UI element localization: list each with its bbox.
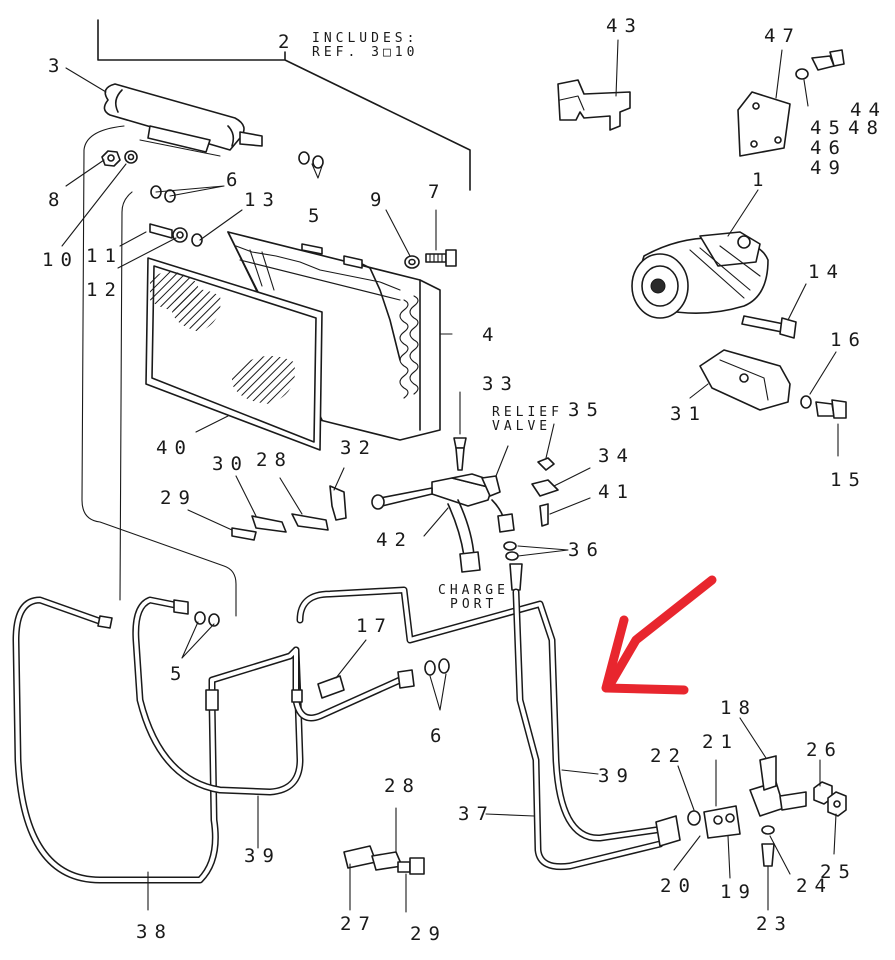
callout-29b: 29 — [410, 923, 447, 945]
callout-34: 34 — [598, 445, 635, 467]
callout-21: 21 — [702, 731, 739, 753]
relief-valve-manifold — [371, 437, 559, 591]
callout-6a: 6 — [226, 169, 244, 191]
callout-22: 22 — [650, 745, 687, 767]
compressor — [631, 231, 769, 319]
callout-37: 37 — [458, 803, 495, 825]
callout-19: 19 — [720, 881, 757, 903]
callout-10: 10 — [42, 249, 79, 271]
hose-39-left — [132, 596, 304, 796]
pipe-37-39 — [296, 586, 664, 871]
clips-middle — [231, 485, 347, 541]
pipe-17 — [208, 646, 450, 722]
callout-47: 47 — [764, 25, 801, 47]
highlight-arrow — [601, 575, 717, 695]
relief-valve-line2: VALVE — [492, 419, 551, 434]
condenser — [227, 231, 441, 441]
includes-note-line1: INCLUDES: — [312, 31, 418, 46]
callout-3: 3 — [48, 55, 66, 77]
bolt-14 — [741, 315, 797, 339]
callout-40: 40 — [156, 437, 193, 459]
screw-44 — [795, 49, 845, 80]
callout-43: 43 — [606, 15, 643, 37]
callout-4: 4 — [482, 324, 500, 346]
callout-32: 32 — [340, 437, 377, 459]
callout-15: 15 — [830, 469, 867, 491]
notes: INCLUDES: REF. 3□10 RELIEF VALVE CHARGE … — [312, 31, 563, 612]
group-bracket-2 — [97, 19, 471, 191]
callout-20: 20 — [660, 875, 697, 897]
guide-lines — [81, 125, 237, 617]
callout-48: 48 — [848, 117, 885, 139]
bracket-43 — [557, 79, 631, 131]
callout-44: 44 — [850, 99, 887, 121]
callout-labels: 2 3 4 5 5 6 6 7 8 9 10 11 12 13 40 43 47… — [42, 15, 887, 945]
fittings-right — [655, 755, 847, 867]
callout-46: 46 — [810, 137, 847, 159]
callout-9: 9 — [370, 189, 388, 211]
callout-36: 36 — [568, 539, 605, 561]
callout-2: 2 — [278, 31, 296, 53]
callout-27: 27 — [340, 913, 377, 935]
callout-17: 17 — [356, 615, 393, 637]
callout-25: 25 — [820, 861, 857, 883]
callout-30: 30 — [212, 453, 249, 475]
callout-33: 33 — [482, 373, 519, 395]
callout-38: 38 — [136, 921, 173, 943]
callout-41: 41 — [598, 481, 635, 503]
callout-49: 49 — [810, 157, 847, 179]
bolt-15 — [800, 395, 847, 419]
receiver-drier — [103, 83, 263, 157]
callout-14: 14 — [808, 261, 845, 283]
clips-bottom — [343, 845, 425, 875]
callout-16: 16 — [830, 329, 867, 351]
leader-lines — [61, 39, 839, 913]
callout-28b: 28 — [384, 775, 421, 797]
callout-42: 42 — [376, 529, 413, 551]
callout-29a: 29 — [160, 487, 197, 509]
callout-11: 11 — [86, 245, 123, 267]
screw-7 — [425, 249, 457, 267]
washer-9 — [404, 255, 420, 269]
callout-13: 13 — [244, 189, 281, 211]
callout-24: 24 — [796, 875, 833, 897]
callout-1: 1 — [752, 169, 770, 191]
callout-12: 12 — [86, 279, 123, 301]
charge-port-line1: CHARGE — [438, 583, 509, 598]
callout-18: 18 — [720, 697, 757, 719]
callout-26: 26 — [806, 739, 843, 761]
condenser-screen — [145, 257, 323, 451]
includes-note-line2: REF. 3□10 — [312, 45, 418, 60]
callout-39a: 39 — [598, 765, 635, 787]
bracket-31 — [699, 349, 791, 411]
callout-23: 23 — [756, 913, 793, 935]
hose-38 — [12, 596, 219, 884]
callout-45: 45 — [810, 117, 847, 139]
callout-35: 35 — [568, 399, 605, 421]
callout-6b: 6 — [430, 725, 448, 747]
relief-valve-line1: RELIEF — [492, 405, 563, 420]
charge-port-line2: PORT — [450, 597, 497, 612]
hose-fittings-left — [97, 599, 303, 711]
callout-7: 7 — [428, 181, 446, 203]
callout-5a: 5 — [308, 205, 326, 227]
callout-39b: 39 — [244, 845, 281, 867]
fasteners-left — [101, 150, 324, 247]
bracket-47 — [737, 91, 791, 157]
callout-8: 8 — [48, 189, 66, 211]
callout-5b: 5 — [170, 663, 188, 685]
callout-28a: 28 — [256, 449, 293, 471]
callout-31: 31 — [670, 403, 707, 425]
